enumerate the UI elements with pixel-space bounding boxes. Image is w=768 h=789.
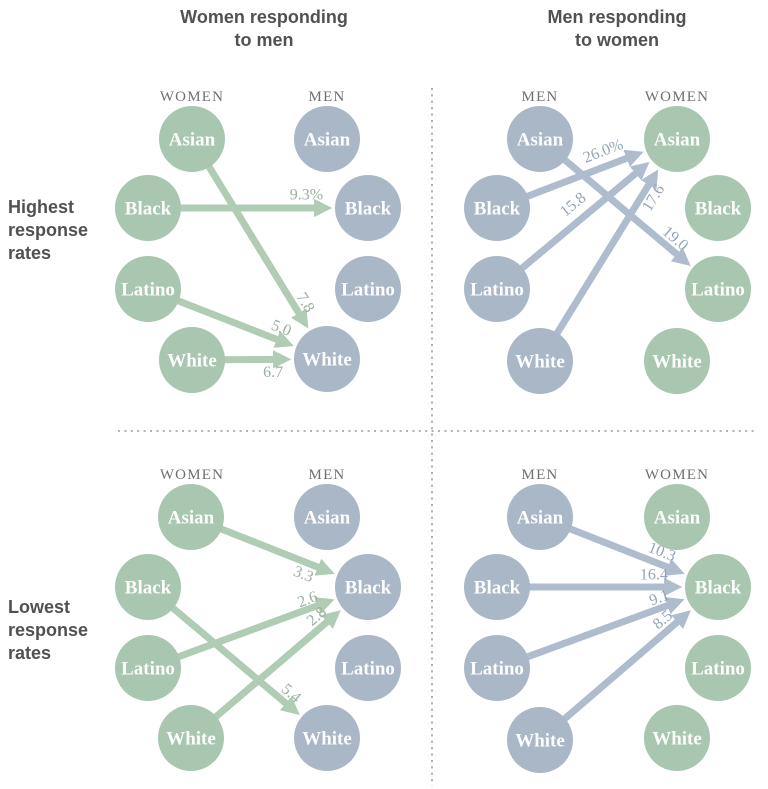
node-label-lowest-women-to-men-m-asian: Asian — [304, 508, 351, 529]
node-label-highest-men-to-women-m-asian: Asian — [517, 130, 564, 151]
node-label-highest-women-to-men-w-latino: Latino — [121, 280, 175, 301]
node-label-highest-women-to-men-m-asian: Asian — [304, 130, 351, 151]
node-label-highest-women-to-men-m-white: White — [302, 350, 352, 371]
node-label-lowest-women-to-men-w-white: White — [166, 729, 216, 750]
node-label-lowest-men-to-women-w-asian: Asian — [654, 508, 701, 529]
node-label-highest-men-to-women-w-latino: Latino — [691, 280, 745, 301]
node-label-highest-women-to-men-w-white: White — [167, 351, 217, 372]
edge-value-highest-women-to-men-w-latino-to-m-white: 5.0 — [269, 317, 294, 340]
node-highest-women-to-men-w-white — [159, 327, 225, 393]
node-highest-women-to-men-w-asian — [159, 106, 225, 172]
node-highest-women-to-men-m-asian — [294, 106, 360, 172]
edge-value-lowest-men-to-women-m-latino-to-w-black: 9.1 — [647, 587, 672, 610]
col-header-lowest-women-to-men-men: MEN — [309, 467, 346, 483]
node-highest-men-to-women-m-latino — [464, 256, 530, 322]
row-label-line: rates — [8, 643, 52, 663]
node-lowest-men-to-women-w-latino — [685, 635, 751, 701]
node-label-highest-women-to-men-w-asian: Asian — [169, 130, 216, 151]
node-label-lowest-men-to-women-m-white: White — [515, 731, 565, 752]
node-label-lowest-women-to-men-w-asian: Asian — [168, 508, 215, 529]
node-lowest-women-to-men-w-white — [158, 705, 224, 771]
node-highest-women-to-men-m-white — [294, 326, 360, 392]
row-label-lowest-response-rates: Lowest response rates — [8, 596, 88, 665]
node-highest-men-to-women-w-black — [685, 175, 751, 241]
node-label-highest-women-to-men-m-latino: Latino — [341, 280, 395, 301]
node-lowest-women-to-men-w-asian — [158, 484, 224, 550]
row-label-line: Lowest — [8, 597, 71, 617]
edge-value-highest-men-to-women-m-asian-to-w-latino: 19.0 — [659, 223, 691, 254]
node-label-highest-women-to-men-m-black: Black — [345, 199, 392, 220]
node-label-lowest-women-to-men-m-latino: Latino — [341, 659, 395, 680]
node-lowest-women-to-men-m-asian — [294, 484, 360, 550]
node-lowest-men-to-women-m-black — [464, 554, 530, 620]
node-label-lowest-men-to-women-w-white: White — [652, 729, 702, 750]
edge-value-highest-women-to-men-w-black-to-m-black: 9.3% — [290, 187, 323, 204]
edge-value-lowest-men-to-women-m-black-to-w-black: 16.4 — [640, 567, 668, 584]
node-highest-women-to-men-w-latino — [115, 256, 181, 322]
edge-value-lowest-women-to-men-w-latino-to-m-black: 2.6 — [295, 588, 320, 611]
node-lowest-men-to-women-w-white — [644, 705, 710, 771]
node-highest-women-to-men-w-black — [115, 175, 181, 241]
row-label-highest-response-rates: Highest response rates — [8, 196, 88, 265]
node-label-lowest-men-to-women-w-black: Black — [695, 578, 742, 599]
node-highest-men-to-women-w-asian — [644, 106, 710, 172]
col-header-lowest-men-to-women-men: MEN — [522, 467, 559, 483]
node-lowest-men-to-women-m-latino — [464, 635, 530, 701]
edge-highest-men-to-women-m-white-to-w-asian — [537, 169, 659, 363]
node-label-highest-men-to-women-w-black: Black — [695, 199, 742, 220]
node-label-lowest-men-to-women-m-black: Black — [474, 578, 521, 599]
node-label-highest-women-to-men-w-black: Black — [125, 199, 172, 220]
node-highest-men-to-women-m-asian — [507, 106, 573, 172]
node-lowest-men-to-women-m-asian — [507, 484, 573, 550]
node-lowest-men-to-women-w-black — [685, 554, 751, 620]
node-highest-women-to-men-m-black — [335, 175, 401, 241]
node-label-highest-men-to-women-m-black: Black — [474, 199, 521, 220]
title-men-responding-to-women: Men responding to women — [486, 6, 748, 52]
row-label-line: Highest — [8, 197, 75, 217]
node-lowest-men-to-women-m-white — [507, 707, 573, 773]
node-label-lowest-women-to-men-w-latino: Latino — [121, 659, 175, 680]
node-lowest-men-to-women-w-asian — [644, 484, 710, 550]
title-line: Women responding — [180, 7, 348, 27]
row-label-line: rates — [8, 243, 52, 263]
node-highest-women-to-men-m-latino — [335, 256, 401, 322]
node-highest-men-to-women-m-black — [464, 175, 530, 241]
node-highest-men-to-women-w-latino — [685, 256, 751, 322]
node-lowest-women-to-men-w-black — [115, 554, 181, 620]
title-line: to women — [575, 30, 659, 50]
col-header-highest-men-to-women-women: WOMEN — [645, 89, 709, 105]
row-label-line: response — [8, 220, 89, 240]
title-line: to men — [234, 30, 294, 50]
edge-highest-women-to-men-w-asian-to-m-white — [189, 137, 309, 329]
edge-value-highest-women-to-men-w-white-to-m-white: 6.7 — [263, 364, 283, 381]
node-lowest-women-to-men-m-black — [335, 554, 401, 620]
title-line: Men responding — [547, 7, 687, 27]
node-label-highest-men-to-women-w-white: White — [652, 352, 702, 373]
node-label-lowest-women-to-men-m-white: White — [302, 729, 352, 750]
node-label-highest-men-to-women-m-white: White — [515, 352, 565, 373]
node-highest-men-to-women-w-white — [644, 328, 710, 394]
col-header-highest-women-to-men-men: MEN — [309, 89, 346, 105]
col-header-lowest-men-to-women-women: WOMEN — [645, 467, 709, 483]
row-label-line: response — [8, 620, 89, 640]
edge-value-highest-men-to-women-m-white-to-w-asian: 17.6 — [639, 182, 668, 215]
node-label-lowest-men-to-women-m-latino: Latino — [470, 659, 524, 680]
node-label-lowest-women-to-men-m-black: Black — [345, 578, 392, 599]
col-header-highest-women-to-men-women: WOMEN — [160, 89, 224, 105]
node-label-highest-men-to-women-m-latino: Latino — [470, 280, 524, 301]
col-header-lowest-women-to-men-women: WOMEN — [160, 467, 224, 483]
node-label-highest-men-to-women-w-asian: Asian — [654, 130, 701, 151]
title-women-responding-to-men: Women responding to men — [133, 6, 395, 52]
node-label-lowest-men-to-women-w-latino: Latino — [691, 659, 745, 680]
node-highest-men-to-women-m-white — [507, 328, 573, 394]
node-lowest-women-to-men-m-white — [294, 705, 360, 771]
edge-value-lowest-women-to-men-w-asian-to-m-black: 3.3 — [291, 563, 316, 586]
node-label-lowest-men-to-women-m-asian: Asian — [517, 508, 564, 529]
node-label-lowest-women-to-men-w-black: Black — [125, 578, 172, 599]
node-lowest-women-to-men-w-latino — [115, 635, 181, 701]
node-lowest-women-to-men-m-latino — [335, 635, 401, 701]
col-header-highest-men-to-women-men: MEN — [522, 89, 559, 105]
